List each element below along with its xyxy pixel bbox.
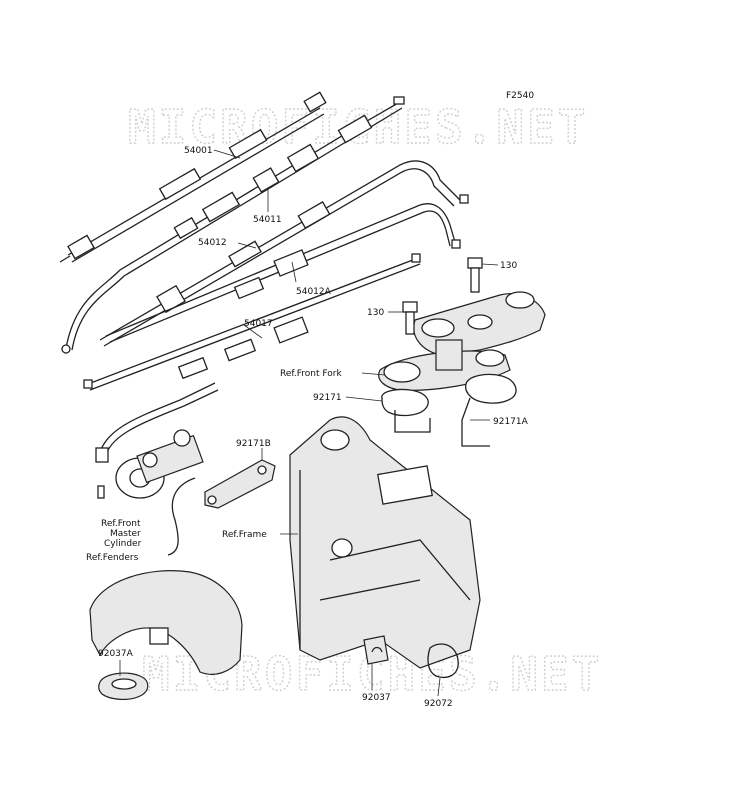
label-92037: 92037 bbox=[362, 693, 391, 703]
label-ref-front-master-1: Ref.Front bbox=[101, 519, 141, 529]
label-54012: 54012 bbox=[198, 238, 227, 248]
clamp-92171[interactable] bbox=[381, 388, 431, 433]
label-92171: 92171 bbox=[313, 393, 342, 403]
label-ref-frame: Ref.Frame bbox=[222, 530, 267, 540]
label-54017: 54017 bbox=[244, 319, 273, 329]
label-ref-fenders: Ref.Fenders bbox=[86, 553, 139, 563]
band-92072[interactable] bbox=[427, 643, 459, 679]
front-master-cylinder[interactable] bbox=[115, 429, 204, 556]
label-54012A: 54012A bbox=[296, 287, 332, 297]
upper-triple-clamp[interactable] bbox=[413, 291, 546, 356]
label-92171B: 92171B bbox=[236, 439, 271, 449]
cable-54001[interactable] bbox=[59, 91, 327, 263]
label-130-upper: 130 bbox=[500, 261, 517, 271]
label-130-lower: 130 bbox=[367, 308, 384, 318]
clamp-92171A[interactable] bbox=[461, 373, 517, 447]
frame[interactable] bbox=[289, 416, 481, 669]
label-54011: 54011 bbox=[253, 215, 282, 225]
cable-54012A[interactable] bbox=[105, 203, 461, 343]
label-92072: 92072 bbox=[424, 699, 453, 709]
cable-54017[interactable] bbox=[83, 253, 421, 391]
label-ref-front-master-2: Master bbox=[110, 529, 141, 539]
label-ref-front-fork: Ref.Front Fork bbox=[280, 369, 342, 379]
cable-54012[interactable] bbox=[99, 160, 469, 347]
diagram-code: F2540 bbox=[506, 91, 534, 101]
label-92037A: 92037A bbox=[98, 649, 134, 659]
cable-lower[interactable] bbox=[95, 382, 219, 499]
label-ref-front-master-3: Cylinder bbox=[104, 539, 142, 549]
front-fender[interactable] bbox=[89, 570, 243, 675]
bolt-130-upper[interactable] bbox=[467, 257, 483, 293]
grommet-92037A[interactable] bbox=[98, 672, 149, 700]
bolt-130-lower[interactable] bbox=[402, 301, 418, 335]
label-92171A: 92171A bbox=[493, 417, 529, 427]
cable-54011[interactable] bbox=[61, 96, 405, 354]
clip-92037[interactable] bbox=[363, 635, 389, 665]
label-54001: 54001 bbox=[184, 146, 213, 156]
clamp-92171B[interactable] bbox=[204, 459, 276, 509]
